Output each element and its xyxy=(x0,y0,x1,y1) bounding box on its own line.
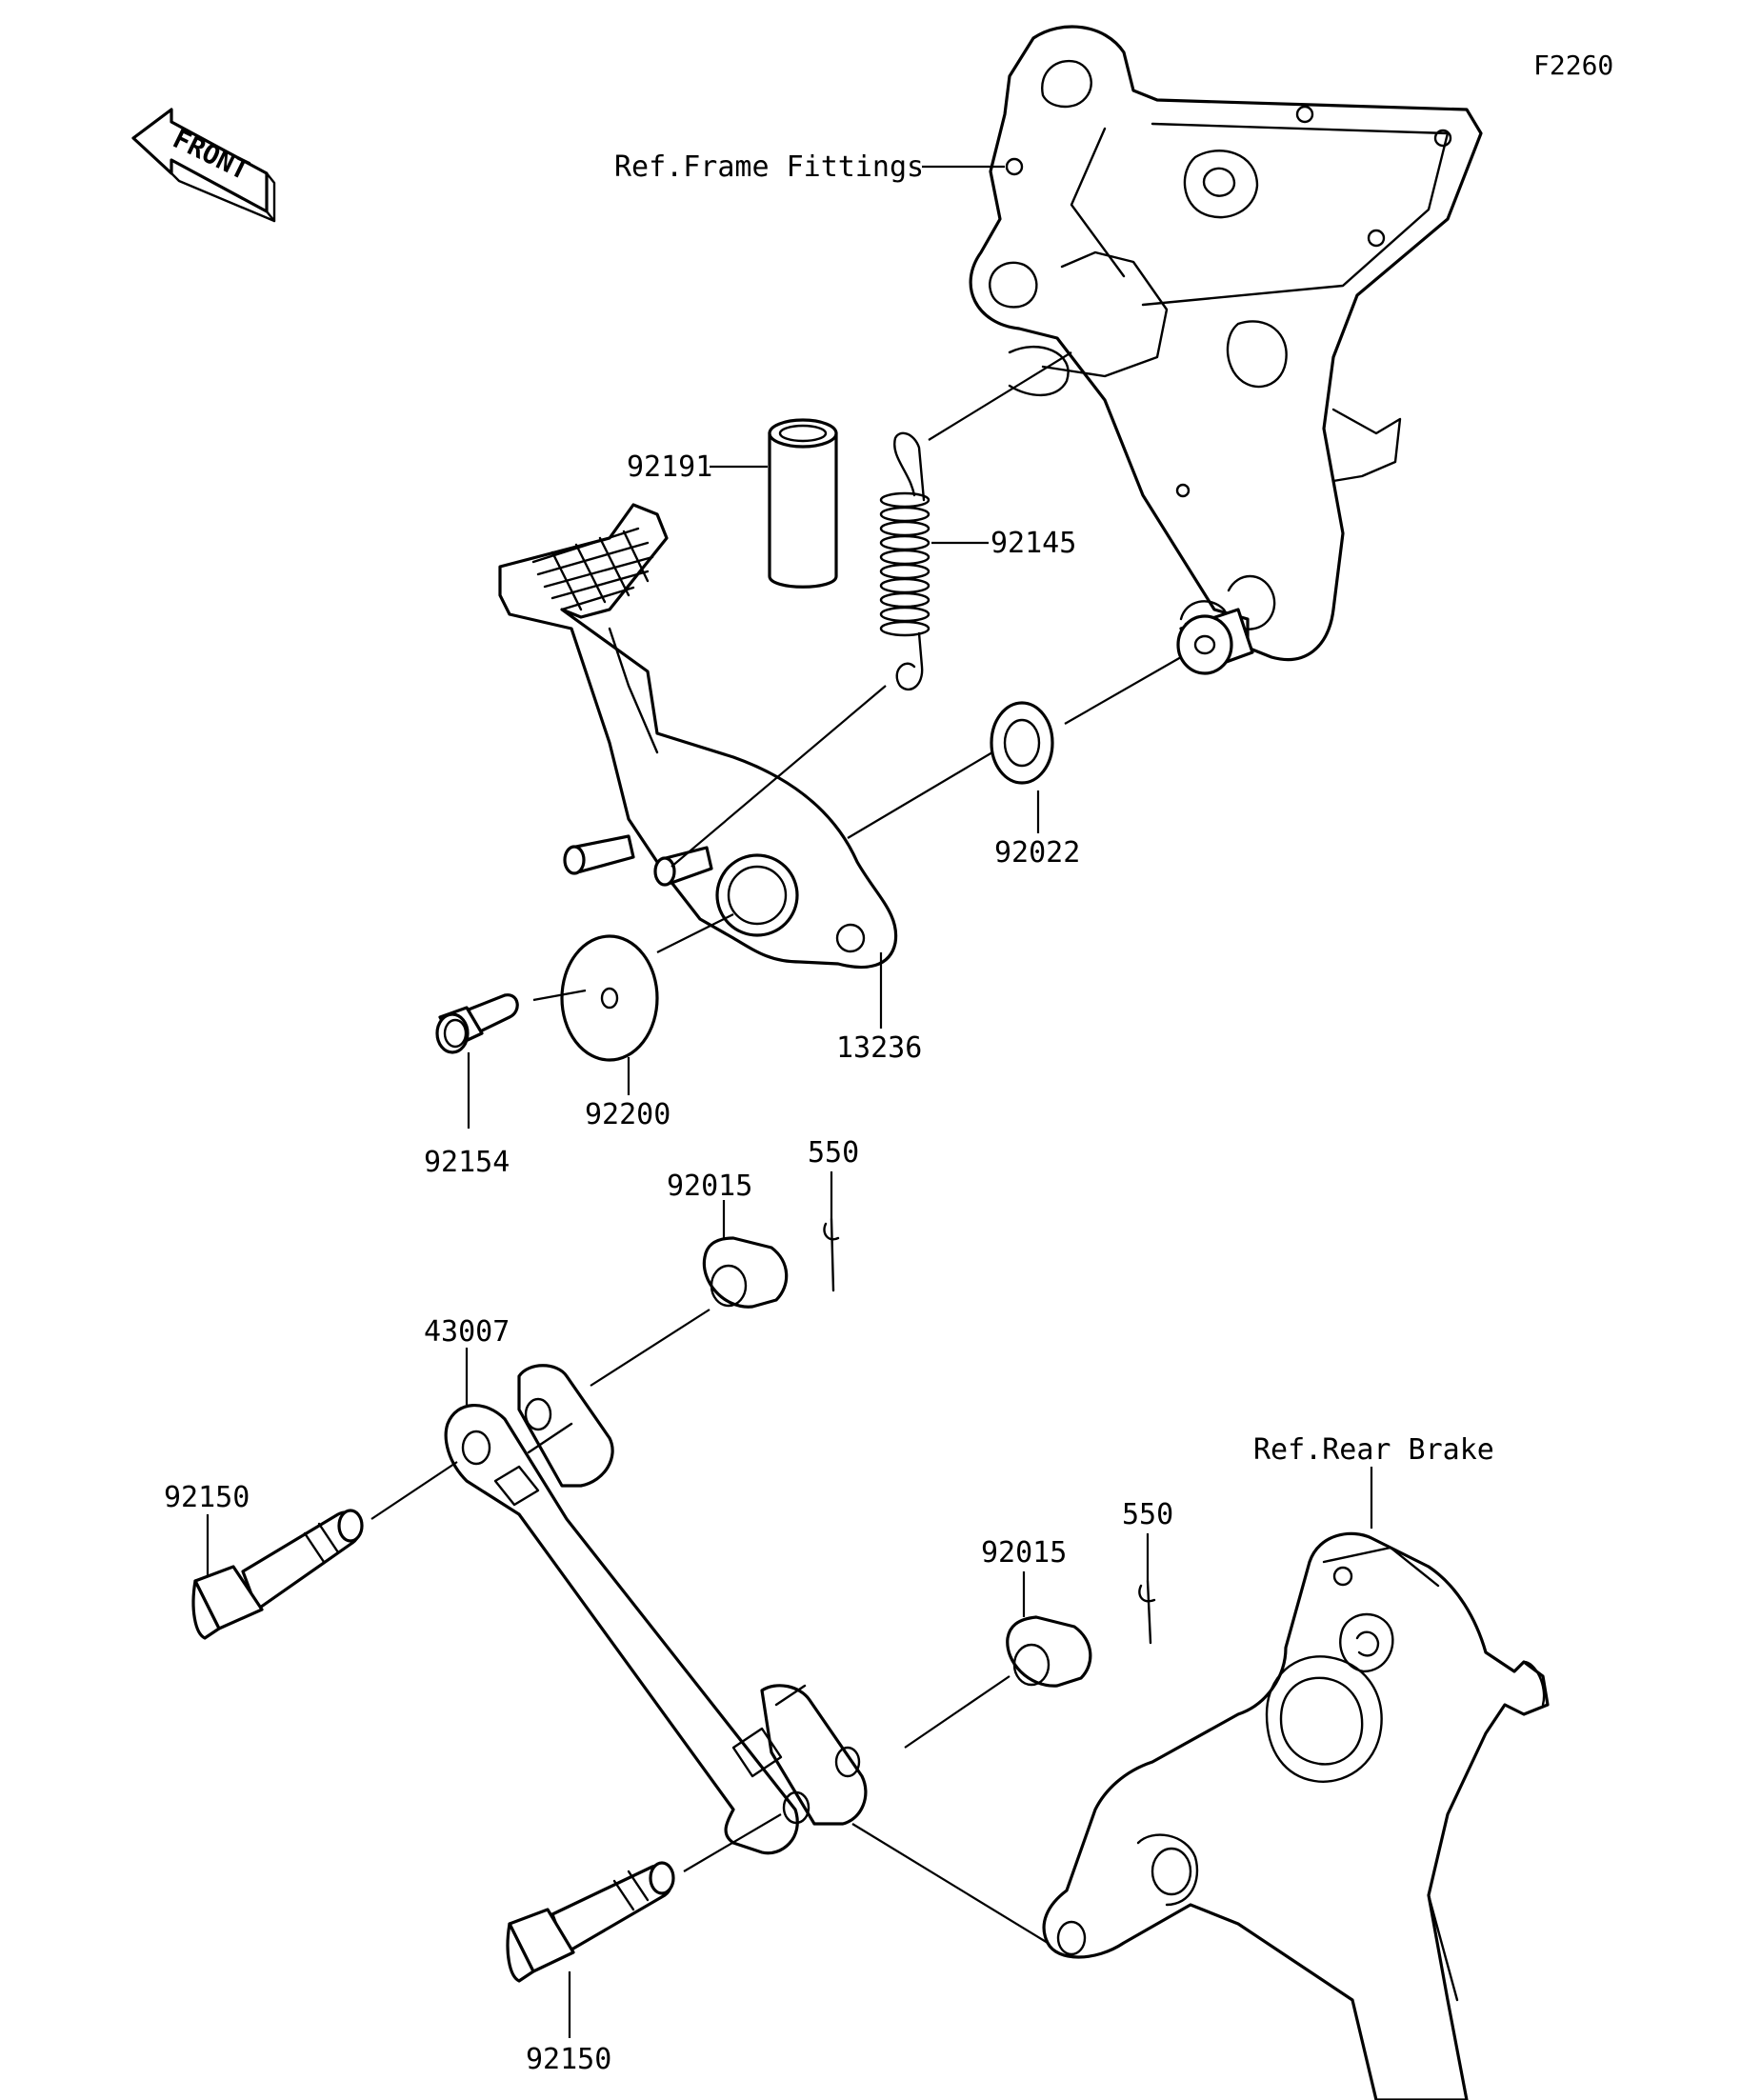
part-label-550-upper: 550 xyxy=(808,1136,859,1170)
part-label-92015-upper: 92015 xyxy=(667,1170,752,1203)
part-label-43007: 43007 xyxy=(424,1315,510,1349)
nut-upper-axis xyxy=(590,1309,710,1387)
washer-axis-lower xyxy=(847,751,993,839)
cotter-pin-550-lower xyxy=(1138,1579,1156,1645)
bolt-92154 xyxy=(435,993,519,1054)
part-label-13236: 13236 xyxy=(836,1031,922,1065)
bolt-lower-axis xyxy=(683,1813,782,1872)
bolt-flange-axis xyxy=(532,989,587,1002)
pivot-shaft xyxy=(1176,608,1254,675)
part-label-92150-lower: 92150 xyxy=(526,2043,611,2076)
part-label-92150-upper: 92150 xyxy=(164,1481,250,1514)
nut-92015-lower xyxy=(1006,1615,1092,1688)
front-arrow-icon: FRONT xyxy=(131,108,276,223)
nut-92015-upper xyxy=(702,1236,789,1309)
part-label-92015-lower: 92015 xyxy=(981,1536,1067,1570)
washer-92200 xyxy=(560,934,659,1062)
frame-fitting-bracket xyxy=(969,25,1483,662)
bolt-92150-upper xyxy=(191,1509,364,1640)
part-label-92145: 92145 xyxy=(991,527,1076,560)
part-label-92022: 92022 xyxy=(994,836,1080,870)
washer-large-axis xyxy=(656,913,734,953)
rear-brake-ref-label: Ref.Rear Brake xyxy=(1253,1433,1494,1467)
collar-92191 xyxy=(768,418,838,589)
spring-hook-line-upper xyxy=(928,351,1072,441)
part-label-92154: 92154 xyxy=(424,1146,510,1179)
brake-pedal-13236 xyxy=(498,503,898,970)
part-label-92200: 92200 xyxy=(585,1098,670,1131)
spring-92145 xyxy=(879,431,931,691)
rod-lever-axis xyxy=(851,1823,1049,1944)
spring-hook-line-lower xyxy=(670,685,887,868)
washer-92022 xyxy=(990,701,1054,785)
bolt-upper-axis xyxy=(370,1461,458,1520)
part-label-550-lower: 550 xyxy=(1122,1498,1173,1531)
rear-brake-lever xyxy=(1042,1531,1550,2100)
bolt-92150-lower xyxy=(506,1861,675,1983)
diagram-code: F2260 xyxy=(1533,50,1613,81)
brake-rod-43007 xyxy=(444,1364,868,1855)
washer-axis-upper xyxy=(1064,656,1182,725)
cotter-pin-550-upper xyxy=(823,1217,840,1292)
frame-fittings-ref-label: Ref.Frame Fittings xyxy=(614,150,924,184)
nut-lower-axis xyxy=(904,1675,1011,1749)
part-label-92191: 92191 xyxy=(627,450,712,484)
